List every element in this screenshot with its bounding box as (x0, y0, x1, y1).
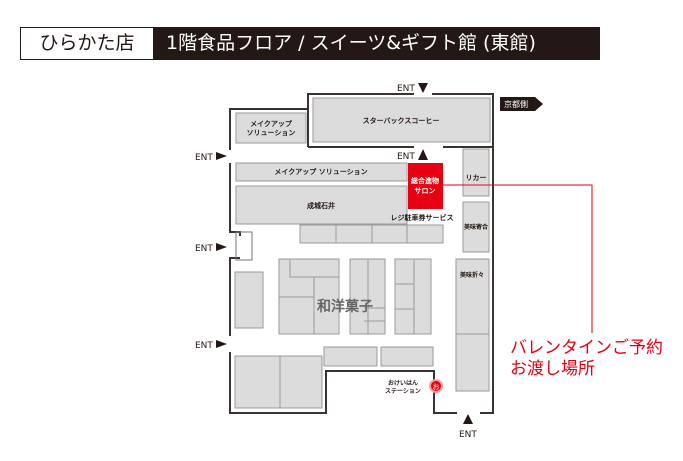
wall-left (229, 163, 241, 236)
shop-bottom-2[interactable] (380, 346, 434, 367)
store-name: ひらかた店 (20, 27, 154, 60)
shop-seijo[interactable] (235, 185, 408, 225)
callout-line1: バレンタインご予約 (510, 338, 663, 358)
label-bimi-1: 美味寄合 (463, 223, 489, 231)
okeihan-badge-text: お (433, 383, 440, 391)
okeihan-station-icon (429, 379, 443, 393)
shop-bimi-1[interactable] (462, 201, 490, 253)
ent-label-mid: ENT (397, 152, 415, 162)
arrow-right-icon (216, 340, 227, 348)
label-liquor: リカー (466, 174, 487, 182)
wall-starbucks (307, 93, 414, 147)
ent-label-left-1: ENT (195, 153, 213, 163)
shop-gift-salon[interactable] (408, 163, 443, 209)
ent-label-left-2: ENT (195, 244, 213, 254)
wall-right (443, 146, 494, 414)
wall-starbucks-2 (432, 93, 494, 147)
shop-wagashi-c[interactable] (394, 258, 432, 335)
label-gift-salon-1: 総合進物 (411, 176, 439, 185)
label-seijo: 成城石井 (307, 201, 335, 210)
shop-makeup-1[interactable] (235, 112, 307, 144)
arrow-up-icon (463, 414, 473, 424)
shop-bottom-1[interactable] (323, 346, 378, 367)
shop-starbucks[interactable] (312, 97, 491, 143)
direction-sign-text: 京都側 (504, 99, 528, 109)
floor-title: 1階食品フロア / スイーツ&ギフト館 (東館) (154, 27, 600, 60)
shop-makeup-2[interactable] (235, 162, 408, 182)
label-register: レジ駐車券サービス (391, 213, 454, 222)
arrow-up-icon (418, 149, 428, 160)
entrance-vestibule (235, 231, 253, 261)
ent-label-top: ENT (397, 84, 415, 94)
shop-bimi-2[interactable] (455, 258, 490, 392)
shop-wagashi-a2[interactable] (289, 258, 340, 278)
arrow-down-icon (418, 83, 428, 93)
label-makeup-1a: メイクアップ (250, 119, 293, 128)
shop-small[interactable] (335, 224, 373, 244)
label-gift-salon-2: サロン (415, 187, 436, 195)
label-okeihan-1: おけいはん (388, 380, 418, 387)
label-bimi-2: 美味折々 (459, 271, 484, 279)
label-makeup-2: メイクアップ ソリューション (274, 167, 367, 176)
shop-small[interactable] (406, 224, 444, 244)
valentine-callout: バレンタインご予約 お渡し場所 (510, 338, 663, 380)
ent-label-bottom: ENT (459, 430, 477, 440)
shop-small[interactable] (371, 224, 408, 244)
shop-small[interactable] (299, 224, 337, 244)
label-okeihan-2: ステーション (385, 388, 421, 395)
arrow-right-icon (216, 243, 227, 251)
shop-bottom-left[interactable] (234, 355, 323, 409)
wall-bottom (229, 352, 457, 414)
shop-liquor[interactable] (462, 148, 490, 197)
callout-line (443, 184, 593, 333)
label-wagashi: 和洋菓子 (317, 298, 373, 315)
direction-sign (500, 97, 543, 111)
ent-label-left-3: ENT (195, 341, 213, 351)
arrow-right-icon (216, 152, 227, 160)
label-makeup-1b: ソリューション (247, 129, 296, 137)
label-starbucks: スターバックスコーヒー (363, 116, 440, 125)
wall-main (229, 108, 308, 150)
wall-left-lower (229, 257, 240, 336)
callout-line2: お渡し場所 (510, 359, 595, 379)
shop-left[interactable] (234, 271, 264, 329)
